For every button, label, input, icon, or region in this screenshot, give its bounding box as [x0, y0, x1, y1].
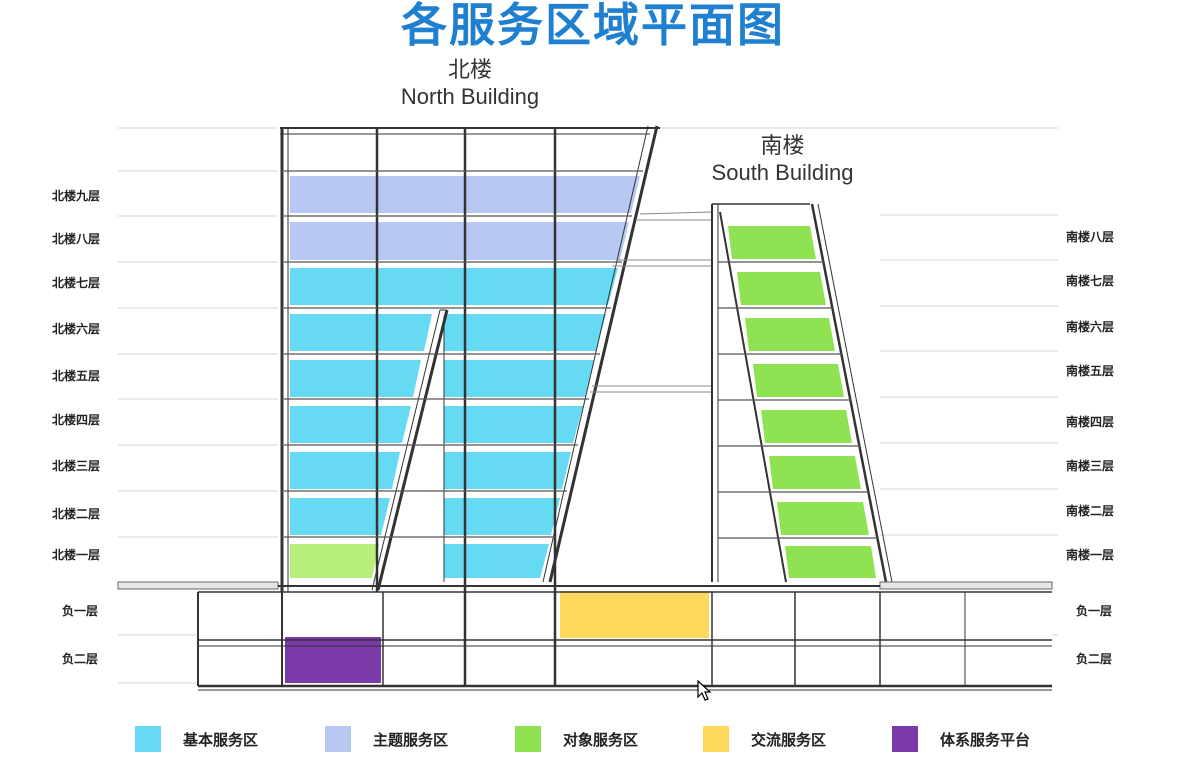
floor-label-south-7: 南楼七层: [1066, 274, 1115, 288]
zone-basic-north-3-right: [444, 452, 571, 489]
floor-label-north-8: 北楼八层: [52, 232, 101, 246]
zone-exchange-basement-1: [560, 591, 709, 638]
zone-object-south-6: [745, 318, 835, 351]
zone-basic-north-4-right: [444, 406, 583, 443]
legend-label-basic: 基本服务区: [183, 730, 259, 749]
zone-basic-north-2-left: [290, 498, 390, 535]
legend-swatch-theme: [325, 726, 351, 752]
zone-basic-north-5-right: [444, 360, 594, 397]
zone-basic-north-3-left: [290, 452, 400, 489]
south-building-structure: [711, 203, 893, 583]
legend-item-platform: 体系服务平台: [892, 724, 1030, 754]
courtyard-structure: [590, 211, 713, 393]
zone-object-south-4: [761, 410, 852, 443]
zone-object-south-3: [769, 456, 861, 489]
zone-object-south-8: [728, 226, 816, 259]
zone-object-south-1: [785, 546, 876, 578]
floor-label-south-5: 南楼五层: [1066, 364, 1115, 378]
south-building-label: 南楼 South Building: [690, 132, 875, 186]
floor-label-north-4: 北楼四层: [52, 413, 101, 427]
legend-label-theme: 主题服务区: [373, 730, 449, 749]
north-floor-slabs: [284, 170, 643, 538]
legend-item-object: 对象服务区: [515, 724, 638, 754]
zone-basic-north-4-left: [290, 406, 411, 443]
north-building-name-cn: 北楼: [447, 57, 492, 82]
zone-platform-basement-2: [285, 637, 381, 683]
zone-basic-north-1-right: [444, 544, 549, 578]
floor-label-north-6: 北楼六层: [52, 322, 101, 336]
floor-label-basement-1-right: 负一层: [1076, 604, 1113, 618]
floor-label-north-7: 北楼七层: [52, 276, 101, 290]
floor-label-south-1: 南楼一层: [1066, 548, 1115, 562]
legend-swatch-basic: [135, 726, 161, 752]
zone-basic-north-2-right: [444, 498, 560, 535]
legend-item-basic: 基本服务区: [135, 724, 258, 754]
legend-label-exchange: 交流服务区: [751, 730, 827, 749]
floor-label-south-6: 南楼六层: [1066, 320, 1115, 334]
legend-item-theme: 主题服务区: [325, 724, 448, 754]
mouse-cursor-icon: [697, 680, 712, 701]
ground-and-basement: [117, 581, 1053, 691]
south-building-name-en: South Building: [711, 160, 854, 185]
zone-basic-north-5-left: [290, 360, 421, 397]
floor-label-north-1: 北楼一层: [52, 548, 101, 562]
floor-label-north-5: 北楼五层: [52, 369, 101, 383]
page-title: 各服务区域平面图: [401, 0, 785, 52]
building-section-diagram: [117, 125, 1058, 691]
zone-object-north-1: [290, 544, 379, 578]
south-building-name-cn: 南楼: [760, 133, 805, 158]
floor-label-north-9: 北楼九层: [52, 189, 101, 203]
south-zones: [728, 226, 876, 578]
legend-label-object: 对象服务区: [563, 730, 639, 749]
zone-basic-north-6-left: [290, 314, 432, 351]
floor-label-south-8: 南楼八层: [1066, 230, 1115, 244]
north-building-name-en: North Building: [400, 84, 540, 109]
legend: 基本服务区 主题服务区 对象服务区 交流服务区 体系服务平台: [0, 724, 1186, 756]
floor-label-basement-2-right: 负二层: [1076, 652, 1113, 666]
zone-object-south-2: [777, 502, 869, 535]
floor-label-north-3: 北楼三层: [52, 459, 101, 473]
north-building-structure: [280, 125, 660, 686]
legend-item-exchange: 交流服务区: [703, 724, 826, 754]
legend-swatch-exchange: [703, 726, 729, 752]
floor-label-south-4: 南楼四层: [1066, 415, 1115, 429]
zone-basic-north-6-right: [444, 314, 606, 351]
legend-swatch-object: [515, 726, 541, 752]
legend-swatch-platform: [892, 726, 918, 752]
south-floor-slabs: [718, 261, 878, 539]
zone-basic-north-7: [290, 268, 618, 305]
floor-label-south-2: 南楼二层: [1066, 504, 1115, 518]
floor-label-south-3: 南楼三层: [1066, 459, 1115, 473]
zone-object-south-5: [753, 364, 844, 397]
north-building-label: 北楼 North Building: [370, 56, 570, 110]
legend-label-platform: 体系服务平台: [940, 730, 1031, 749]
floor-label-basement-2-left: 负二层: [62, 652, 99, 666]
floor-label-basement-1-left: 负一层: [62, 604, 99, 618]
floor-label-north-2: 北楼二层: [52, 507, 101, 521]
zone-theme-north-8: [290, 222, 629, 260]
zone-object-south-7: [737, 272, 826, 305]
